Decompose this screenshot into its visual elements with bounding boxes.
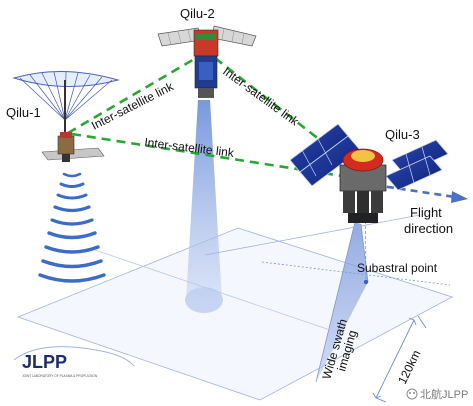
qilu2-beam bbox=[185, 100, 223, 313]
jlpp-logo-subtitle: JOINT LABORATORY OF PLASMA & PROPULSION bbox=[22, 374, 98, 378]
qilu1-satellite bbox=[12, 70, 120, 162]
flight-direction-label-line1: Flight bbox=[410, 205, 442, 220]
link-qilu1-qilu2 bbox=[67, 56, 197, 135]
qilu2-satellite bbox=[157, 25, 257, 98]
link-label-qilu1-qilu3: Inter-satellite link bbox=[144, 135, 236, 160]
jlpp-logo: JLPP JOINT LABORATORY OF PLASMA & PROPUL… bbox=[13, 346, 135, 378]
qilu3-satellite bbox=[289, 123, 449, 223]
qilu2-label: Qilu-2 bbox=[180, 6, 215, 21]
link-label-qilu2-qilu3: Inter-satellite link bbox=[220, 64, 302, 129]
qilu1-label: Qilu-1 bbox=[6, 105, 41, 120]
qilu3-solar-wing-right bbox=[385, 139, 449, 191]
watermark: 北航JLPP bbox=[406, 387, 468, 401]
jlpp-logo-text: JLPP bbox=[22, 352, 67, 372]
qilu1-beam bbox=[38, 172, 106, 283]
watermark-text: 北航JLPP bbox=[420, 387, 468, 401]
link-label-qilu1-qilu2: Inter-satellite link bbox=[89, 79, 176, 133]
subastral-point-marker bbox=[363, 279, 369, 285]
swath-width-label: 120km bbox=[395, 348, 423, 387]
flight-direction-arrow bbox=[374, 183, 468, 203]
qilu3-swath-beam bbox=[315, 221, 369, 383]
qilu3-label: Qilu-3 bbox=[385, 127, 420, 142]
subastral-point-label: Subastral point bbox=[357, 261, 438, 275]
swath-width-dimension bbox=[372, 315, 427, 403]
flight-direction-label-line2: direction bbox=[404, 221, 453, 236]
